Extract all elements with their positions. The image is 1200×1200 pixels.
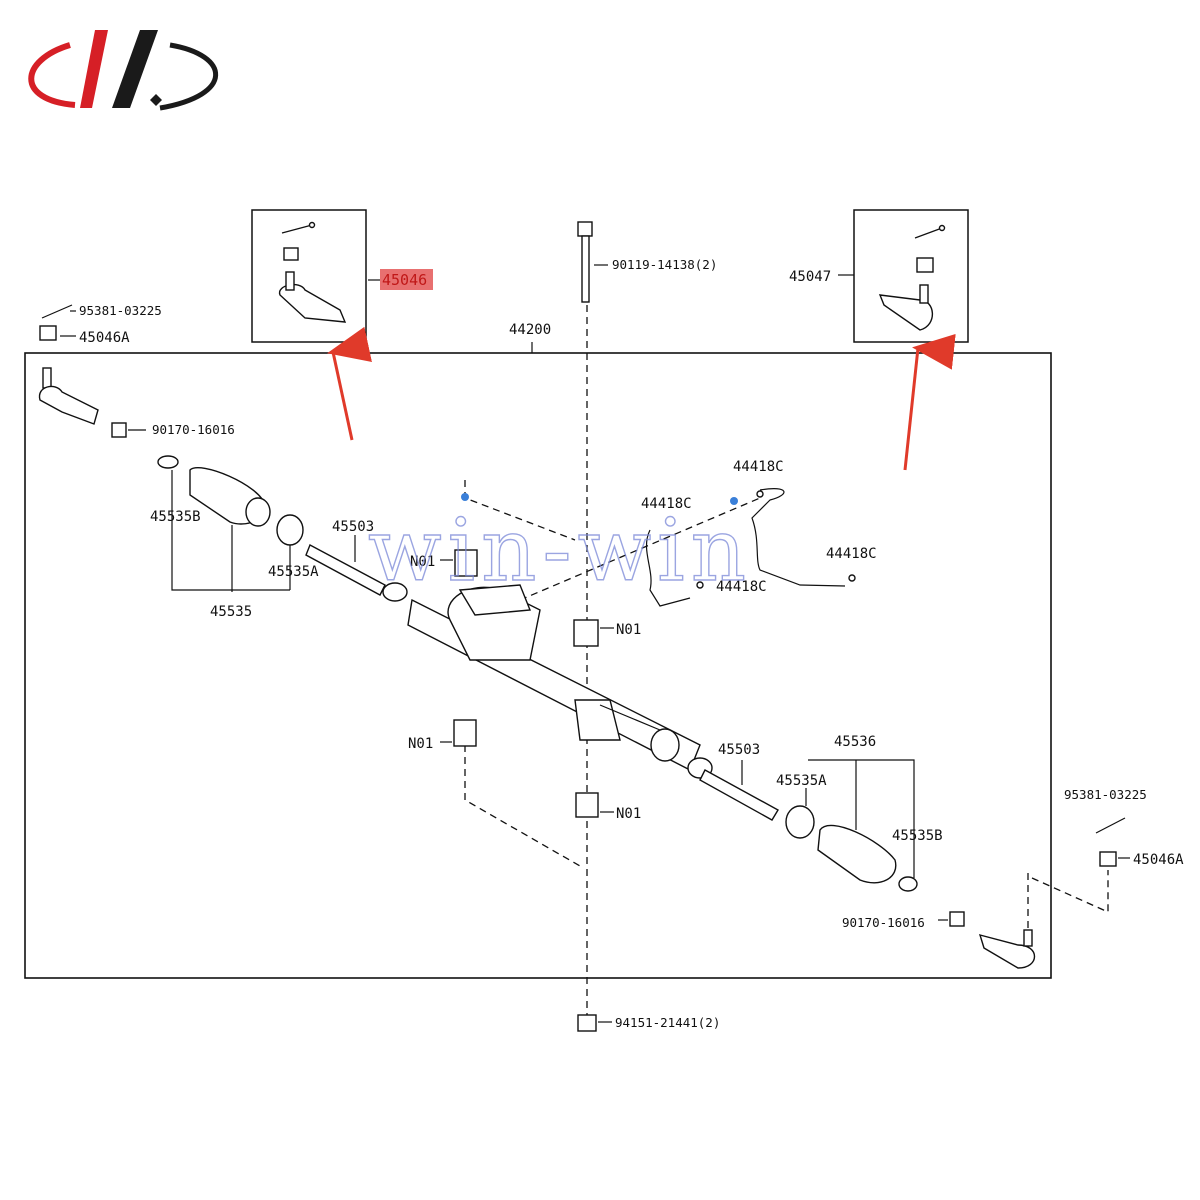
arrow-left: [327, 326, 372, 441]
bushing-b: [573, 619, 599, 647]
hydraulic-tubes: [461, 488, 856, 607]
label-tube-a: 44418C: [733, 459, 784, 475]
label-nut-bottom: 94151-21441(2): [615, 1015, 720, 1030]
label-lock-nut-left: 90170-16016: [152, 422, 235, 437]
label-lock-nut-right: 90170-16016: [842, 915, 925, 930]
bushing-c: [453, 719, 477, 747]
rack-end-left: [305, 544, 408, 602]
label-boot-right: 45535B: [892, 828, 943, 844]
label-tube-b: 44418C: [641, 496, 692, 512]
label-bolt-top: 90119-14138(2): [612, 257, 717, 272]
tie-rod-end-right-inset: [878, 224, 946, 331]
inset-box-left: [251, 209, 367, 343]
label-boot-left: 45535B: [150, 509, 201, 525]
bolt-top: [577, 221, 593, 303]
bushing-d: [575, 792, 599, 818]
label-bushing-d: N01: [616, 806, 641, 822]
label-tube-c: 44418C: [826, 546, 877, 562]
label-nut-right: 45046A: [1133, 852, 1184, 868]
label-boot-kit-left: 45535: [210, 604, 252, 620]
tie-rod-end-left-inset: [279, 221, 347, 323]
label-tube-d: 44418C: [716, 579, 767, 595]
watermark: win-win: [368, 501, 752, 601]
label-rack-end-left: 45503: [332, 519, 374, 535]
label-bushing-b: N01: [616, 622, 641, 638]
steering-rack: [407, 584, 701, 771]
boot-left: [157, 455, 304, 546]
label-bushing-c: N01: [408, 736, 433, 752]
label-rack-end-right: 45503: [718, 742, 760, 758]
boot-right: [785, 805, 918, 892]
brand-logo: [28, 30, 219, 111]
rack-end-right: [687, 757, 779, 821]
label-cotter-pin-right: 95381-03225: [1064, 787, 1147, 802]
tie-rod-end-left: [38, 367, 99, 425]
lock-nut-right: [949, 911, 965, 927]
tie-rod-end-right: [978, 929, 1035, 969]
bushing-a: [454, 549, 478, 577]
label-boot-kit-right: 45536: [834, 734, 876, 750]
label-assembly: 44200: [509, 322, 551, 338]
label-nut-left: 45046A: [79, 330, 130, 346]
label-clamp-left: 45535A: [268, 564, 319, 580]
label-tie-rod-end-right: 45047: [789, 269, 831, 285]
label-tie-rod-end-left: 45046: [382, 271, 427, 289]
inset-box-right: [853, 209, 969, 343]
label-bushing-a: N01: [410, 554, 435, 570]
highlight-45046: [380, 269, 433, 290]
arrow-right: [903, 333, 956, 471]
label-cotter-pin-left: 95381-03225: [79, 303, 162, 318]
lock-nut-left: [111, 422, 127, 438]
assembly-frame: [24, 352, 1052, 979]
nut-bottom: [577, 1014, 597, 1032]
label-clamp-right: 45535A: [776, 773, 827, 789]
